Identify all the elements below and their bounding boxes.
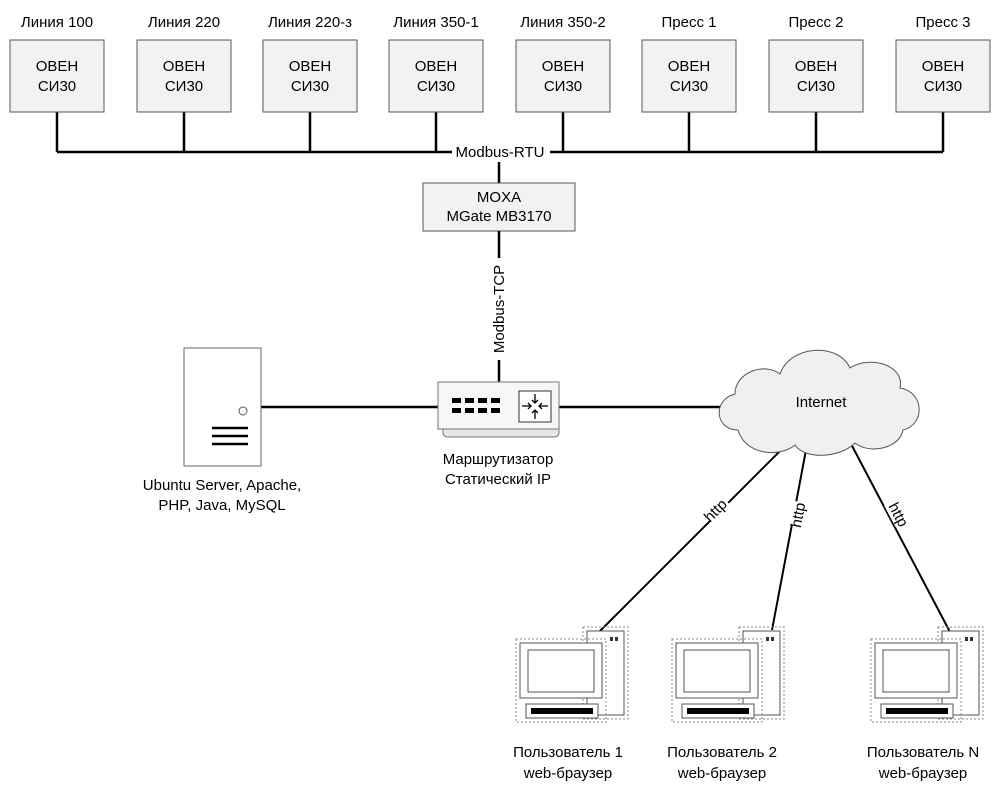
device-name: Линия 100 <box>21 14 93 31</box>
user-3: Пользователь N web-браузер <box>867 626 984 782</box>
device-4: Линия 350-1 ОВЕН СИ30 <box>388 14 484 113</box>
cloud-icon <box>718 349 920 456</box>
device-box <box>388 39 484 113</box>
device-name: Линия 350-2 <box>520 14 606 31</box>
device-6: Пресс 1 ОВЕН СИ30 <box>641 14 737 113</box>
gateway: MOXA MGate MB3170 <box>422 182 576 232</box>
device-line2: СИ30 <box>417 78 455 95</box>
device-line1: ОВЕН <box>668 58 711 75</box>
http-label-1: http <box>701 496 731 526</box>
user-label-line2: web-браузер <box>878 765 968 782</box>
device-name: Линия 350-1 <box>393 14 479 31</box>
gateway-line1: MOXA <box>477 189 521 206</box>
bus-label-bg <box>452 142 550 162</box>
router: Маршрутизатор Статический IP <box>437 381 722 488</box>
server-power-dot <box>238 406 248 416</box>
server: Ubuntu Server, Apache, PHP, Java, MySQL <box>143 347 438 514</box>
device-box <box>895 39 991 113</box>
computer-icon <box>515 626 629 723</box>
http-label-bg <box>884 499 908 527</box>
router-arrows <box>522 394 548 419</box>
device-line2: СИ30 <box>670 78 708 95</box>
user-1: Пользователь 1 web-браузер <box>513 626 629 782</box>
tcp-label-bg <box>489 258 509 360</box>
device-box <box>641 39 737 113</box>
device-line2: СИ30 <box>924 78 962 95</box>
user-label-line2: web-браузер <box>523 765 613 782</box>
gateway-line2: MGate MB3170 <box>446 208 551 225</box>
internet-cloud: Internet <box>718 349 920 456</box>
http-label-2: http <box>788 501 809 529</box>
server-icon <box>183 347 262 467</box>
device-line2: СИ30 <box>797 78 835 95</box>
device-1: Линия 100 ОВЕН СИ30 <box>9 14 105 113</box>
router-ports <box>452 398 500 413</box>
user-label-line1: Пользователь 2 <box>667 744 777 761</box>
device-name: Линия 220 <box>148 14 220 31</box>
device-box <box>136 39 232 113</box>
tcp-label: Modbus-TCP <box>491 265 508 353</box>
device-line1: ОВЕН <box>542 58 585 75</box>
device-name: Пресс 1 <box>662 14 717 31</box>
device-box <box>515 39 611 113</box>
device-line2: СИ30 <box>165 78 203 95</box>
computer-icon <box>671 626 785 723</box>
server-label-line2: PHP, Java, MySQL <box>158 497 285 514</box>
device-8: Пресс 3 ОВЕН СИ30 <box>895 14 991 113</box>
server-label-line1: Ubuntu Server, Apache, <box>143 477 301 494</box>
device-box <box>9 39 105 113</box>
device-name: Пресс 2 <box>789 14 844 31</box>
http-links <box>597 441 951 634</box>
device-line1: ОВЕН <box>163 58 206 75</box>
device-box <box>768 39 864 113</box>
device-line2: СИ30 <box>291 78 329 95</box>
device-2: Линия 220 ОВЕН СИ30 <box>136 14 232 113</box>
internet-label: Internet <box>796 394 848 411</box>
bus-label: Modbus-RTU <box>456 144 545 161</box>
user-label-line1: Пользователь 1 <box>513 744 623 761</box>
router-label-line1: Маршрутизатор <box>443 451 554 468</box>
user-2: Пользователь 2 web-браузер <box>667 626 785 782</box>
computer-icon <box>870 626 984 723</box>
device-line1: ОВЕН <box>795 58 838 75</box>
device-3: Линия 220-з ОВЕН СИ30 <box>262 14 358 113</box>
http-label-bg <box>703 495 732 524</box>
device-box <box>262 39 358 113</box>
device-line1: ОВЕН <box>36 58 79 75</box>
device-7: Пресс 2 ОВЕН СИ30 <box>768 14 864 113</box>
device-line1: ОВЕН <box>415 58 458 75</box>
device-line2: СИ30 <box>38 78 76 95</box>
device-5: Линия 350-2 ОВЕН СИ30 <box>515 14 611 113</box>
device-line1: ОВЕН <box>289 58 332 75</box>
router-label-line2: Статический IP <box>445 471 551 488</box>
device-name: Линия 220-з <box>268 14 352 31</box>
device-line1: ОВЕН <box>922 58 965 75</box>
user-label-line2: web-браузер <box>677 765 767 782</box>
user-label-line1: Пользователь N <box>867 744 979 761</box>
device-name: Пресс 3 <box>916 14 971 31</box>
device-line2: СИ30 <box>544 78 582 95</box>
gateway-box <box>422 182 576 232</box>
http-label-bg <box>789 500 809 528</box>
